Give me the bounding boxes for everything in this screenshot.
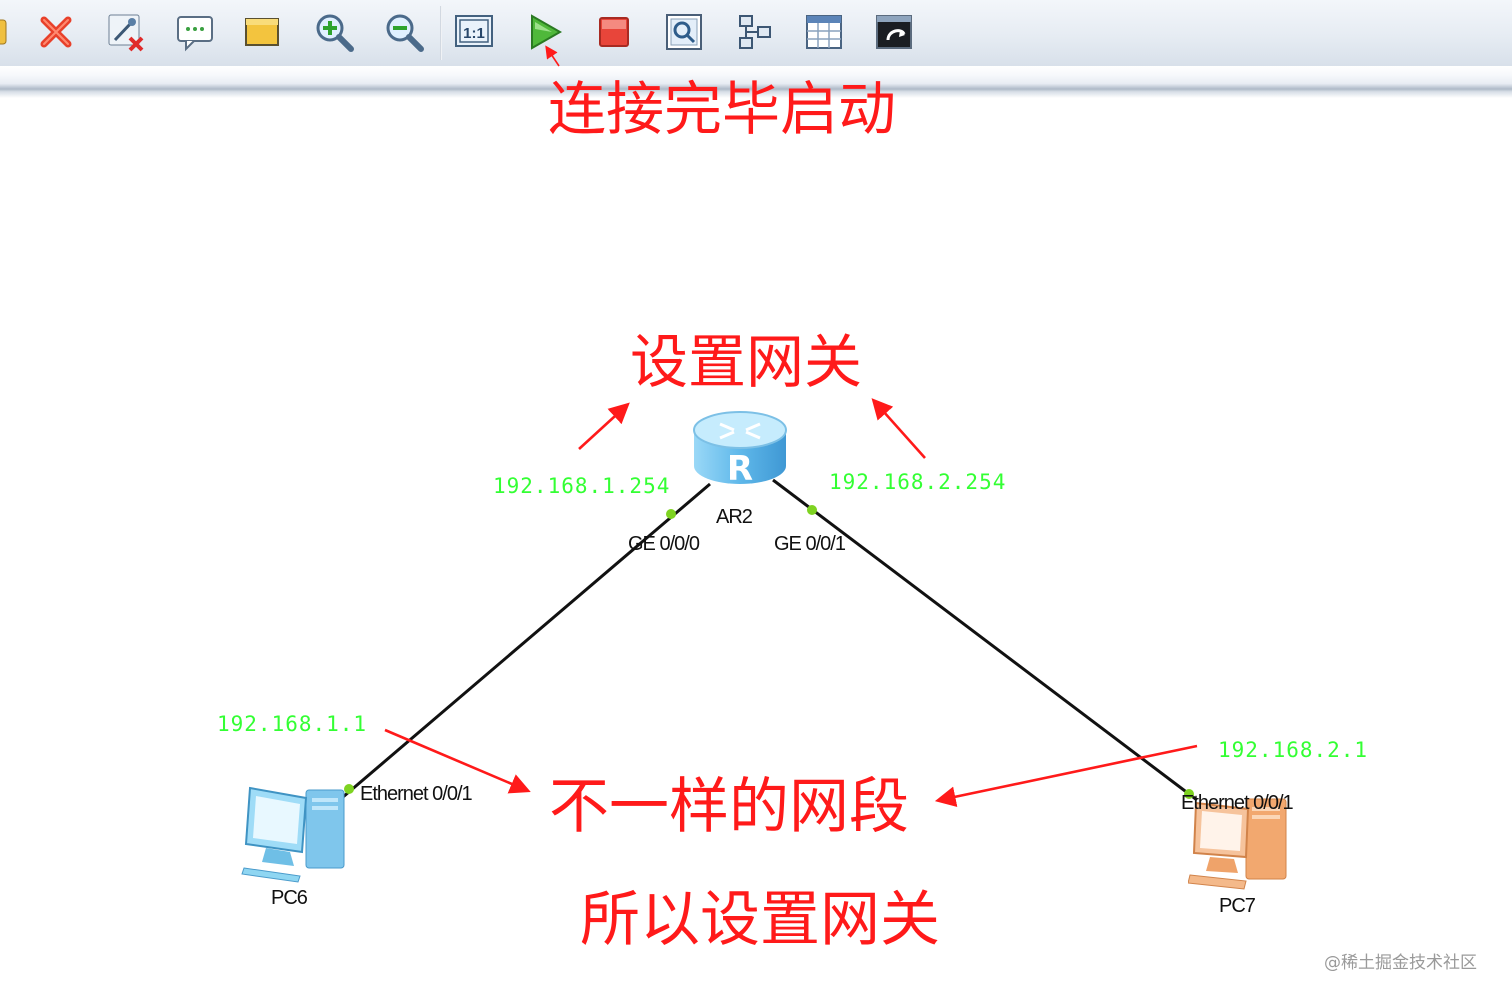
topology-icon[interactable]: [734, 12, 774, 52]
port-label-ge001: GE 0/0/1: [774, 533, 846, 555]
router-icon: R: [693, 411, 787, 489]
toolbar-separator: [440, 6, 442, 60]
annotation-arrow: [871, 398, 926, 459]
capture-icon[interactable]: [664, 12, 704, 52]
annotation-arrow: [578, 402, 630, 450]
router-ar2[interactable]: R: [690, 408, 790, 490]
delete-x-icon[interactable]: [36, 12, 76, 52]
router-name: AR2: [716, 506, 753, 528]
terminal-icon[interactable]: [874, 12, 914, 52]
watermark: @稀土掘金技术社区: [1324, 953, 1477, 973]
port-status-dot: [807, 505, 817, 515]
svg-text:R: R: [727, 449, 753, 489]
delete-link-icon[interactable]: [106, 12, 146, 52]
pc6-device[interactable]: [240, 782, 350, 886]
pc7-name: PC7: [1219, 895, 1256, 917]
start-play-icon[interactable]: [524, 12, 564, 52]
table-grid-icon[interactable]: [804, 12, 844, 52]
text-note-icon[interactable]: [176, 12, 216, 52]
annotation-start: 连接完毕启动: [548, 75, 897, 143]
pc6-port-label: Ethernet 0/0/1: [360, 783, 473, 805]
toolbar-rail: [0, 66, 1512, 98]
annotation-arrow: [545, 45, 560, 67]
pc-right-icon: [1188, 798, 1287, 890]
link-ar2-pc7[interactable]: [772, 478, 1198, 802]
pc7-device[interactable]: [1188, 793, 1292, 893]
ip-router-ge000: 192.168.1.254: [493, 474, 671, 498]
zoom-in-icon[interactable]: [314, 12, 354, 52]
rectangle-icon[interactable]: [243, 12, 283, 52]
annotation-so-gateway: 所以设置网关: [580, 885, 940, 955]
svg-text:1:1: 1:1: [463, 25, 485, 42]
pc7-port-label: Ethernet 0/0/1: [1181, 792, 1294, 814]
fit-1to1-icon[interactable]: 1:1: [454, 12, 494, 52]
pc6-name: PC6: [271, 887, 308, 909]
port-status-dot: [666, 509, 676, 519]
annotation-arrow: [934, 744, 1198, 807]
annotation-gateway: 设置网关: [630, 328, 863, 396]
pc-left-icon: [241, 786, 345, 883]
annotation-different-segment: 不一样的网段: [549, 772, 909, 842]
annotation-arrow: [384, 728, 531, 794]
port-status-dot: [1184, 789, 1194, 799]
ip-pc7: 192.168.2.1: [1218, 738, 1369, 762]
port-label-ge000: GE 0/0/0: [628, 533, 700, 555]
ip-pc6: 192.168.1.1: [217, 712, 368, 736]
partial-icon[interactable]: [0, 12, 10, 52]
ip-router-ge001: 192.168.2.254: [829, 470, 1007, 494]
toolbar: 1:1: [0, 0, 1512, 67]
zoom-out-icon[interactable]: [384, 12, 424, 52]
link-ar2-pc6[interactable]: [342, 482, 711, 799]
port-status-dot: [344, 784, 354, 794]
stop-icon[interactable]: [594, 12, 634, 52]
